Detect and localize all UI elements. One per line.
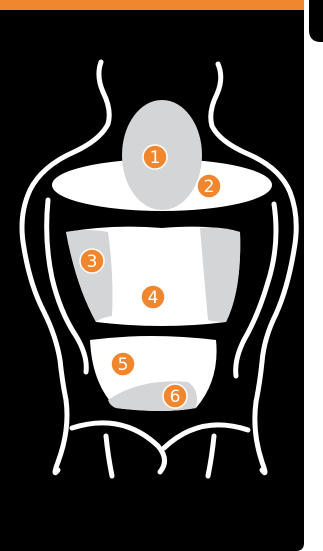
zone-marker-3: 3	[80, 249, 104, 273]
zone-marker-label: 1	[150, 148, 161, 168]
top-accent-strip	[0, 0, 304, 10]
zone-marker-4: 4	[141, 285, 165, 309]
zone-marker-5: 5	[111, 352, 135, 376]
zone-marker-label: 3	[87, 252, 98, 272]
zone-marker-2: 2	[197, 174, 221, 198]
zone-marker-label: 2	[204, 177, 215, 197]
zone-marker-1: 1	[143, 145, 167, 169]
side-panel-fragment	[309, 0, 323, 42]
zone-marker-label: 4	[148, 288, 159, 308]
zone-marker-6: 6	[163, 384, 187, 408]
zone-marker-label: 6	[170, 387, 181, 407]
zone-marker-label: 5	[118, 355, 129, 375]
